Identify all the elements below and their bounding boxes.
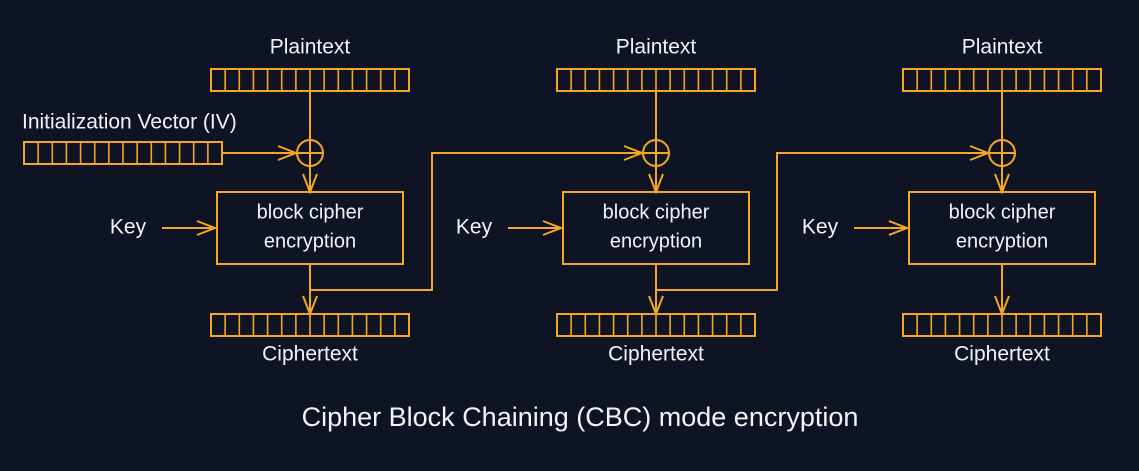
stage-1-cipher-box: block cipher encryption	[216, 191, 404, 265]
stage-3-cipher-label-line2: encryption	[956, 230, 1048, 252]
iv-block-cells	[37, 142, 209, 164]
stage-3-key-arrowhead	[888, 220, 910, 236]
stage-1-ciphertext-block	[210, 313, 410, 337]
stage-2-xor-icon	[642, 139, 670, 167]
stage-1-key-label: Key	[110, 216, 147, 239]
stage-3-ciphertext-block	[902, 313, 1102, 337]
stage-2-cipher-label-line1: block cipher	[603, 201, 710, 223]
diagram-title: Cipher Block Chaining (CBC) mode encrypt…	[302, 402, 859, 432]
stage-2-key-label: Key	[456, 216, 493, 239]
stage-3-ciphertext-cells	[916, 314, 1088, 336]
stage-2-key-arrowhead	[542, 220, 564, 236]
stage-3-plaintext-block	[902, 68, 1102, 92]
stage-1-key-arrowhead	[196, 220, 218, 236]
stage-3-ciphertext-label: Ciphertext	[954, 343, 1050, 366]
chain-wire-1-to-2	[309, 152, 641, 291]
stage-3: Plaintext Key block cipher encryption	[802, 36, 1102, 366]
chain-wire-2-to-3	[655, 152, 987, 291]
stage-2: Plaintext Key block cipher encryption	[456, 36, 991, 366]
iv-label: Initialization Vector (IV)	[22, 111, 237, 134]
stage-3-cipher-label-line1: block cipher	[949, 201, 1056, 223]
stage-2-cipher-label-line2: encryption	[610, 230, 702, 252]
stage-2-cipher-box: block cipher encryption	[562, 191, 750, 265]
stage-1-plaintext-label: Plaintext	[270, 36, 351, 59]
stage-2-plaintext-cells	[570, 69, 742, 91]
stage-2-ciphertext-block	[556, 313, 756, 337]
iv-block	[23, 141, 223, 165]
stage-3-key-label: Key	[802, 216, 839, 239]
stage-1-cipher-label-line2: encryption	[264, 230, 356, 252]
stage-2-plaintext-label: Plaintext	[616, 36, 697, 59]
stage-3-cipher-box: block cipher encryption	[908, 191, 1096, 265]
stage-1-xor-icon	[296, 139, 324, 167]
stage-1-plaintext-block	[210, 68, 410, 92]
stage-1-ciphertext-label: Ciphertext	[262, 343, 358, 366]
stage-1: Plaintext Initialization Vector (IV)	[22, 36, 645, 366]
stage-1-cipher-label-line1: block cipher	[257, 201, 364, 223]
stage-1-ciphertext-cells	[224, 314, 396, 336]
stage-2-plaintext-block	[556, 68, 756, 92]
stage-2-ciphertext-cells	[570, 314, 742, 336]
stage-2-ciphertext-label: Ciphertext	[608, 343, 704, 366]
stage-3-plaintext-label: Plaintext	[962, 36, 1043, 59]
stage-3-plaintext-cells	[916, 69, 1088, 91]
stage-1-plaintext-cells	[224, 69, 396, 91]
stage-3-xor-icon	[988, 139, 1016, 167]
